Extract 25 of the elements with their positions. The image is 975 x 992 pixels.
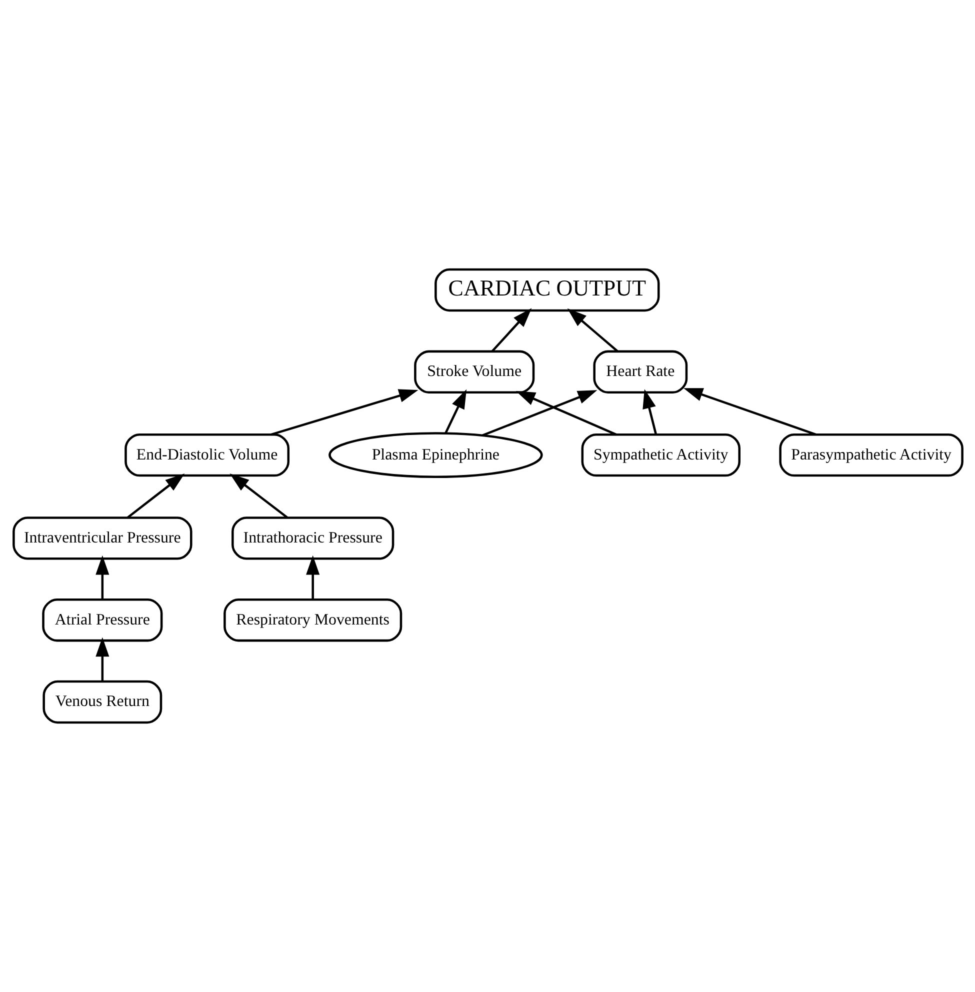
arrow <box>95 555 109 600</box>
node-box: Venous Return <box>42 680 162 724</box>
node-box: CARDIAC OUTPUT <box>434 268 660 312</box>
arrow <box>229 474 288 518</box>
arrow <box>126 473 184 518</box>
arrow <box>306 555 320 600</box>
node-box: Heart Rate <box>592 350 688 394</box>
node-box: Atrial Pressure <box>42 598 162 642</box>
node-box: End-Diastolic Volume <box>124 433 290 477</box>
arrow <box>566 308 618 352</box>
node-box: Intrathoracic Pressure <box>231 516 394 560</box>
arrow <box>95 637 109 682</box>
node-box: Parasympathetic Activity <box>778 433 963 477</box>
arrow <box>515 391 616 436</box>
arrow <box>491 308 532 352</box>
node-box: Sympathetic Activity <box>580 433 740 477</box>
arrow <box>444 389 466 434</box>
node-box: Respiratory Movements <box>223 598 402 642</box>
node-ellipse: Plasma Epinephrine <box>328 432 542 478</box>
arrow <box>642 389 657 435</box>
arrow <box>682 388 816 436</box>
node-box: Stroke Volume <box>414 350 534 394</box>
arrow <box>270 389 418 436</box>
node-box: Intraventricular Pressure <box>12 516 192 560</box>
arrow <box>482 390 597 436</box>
